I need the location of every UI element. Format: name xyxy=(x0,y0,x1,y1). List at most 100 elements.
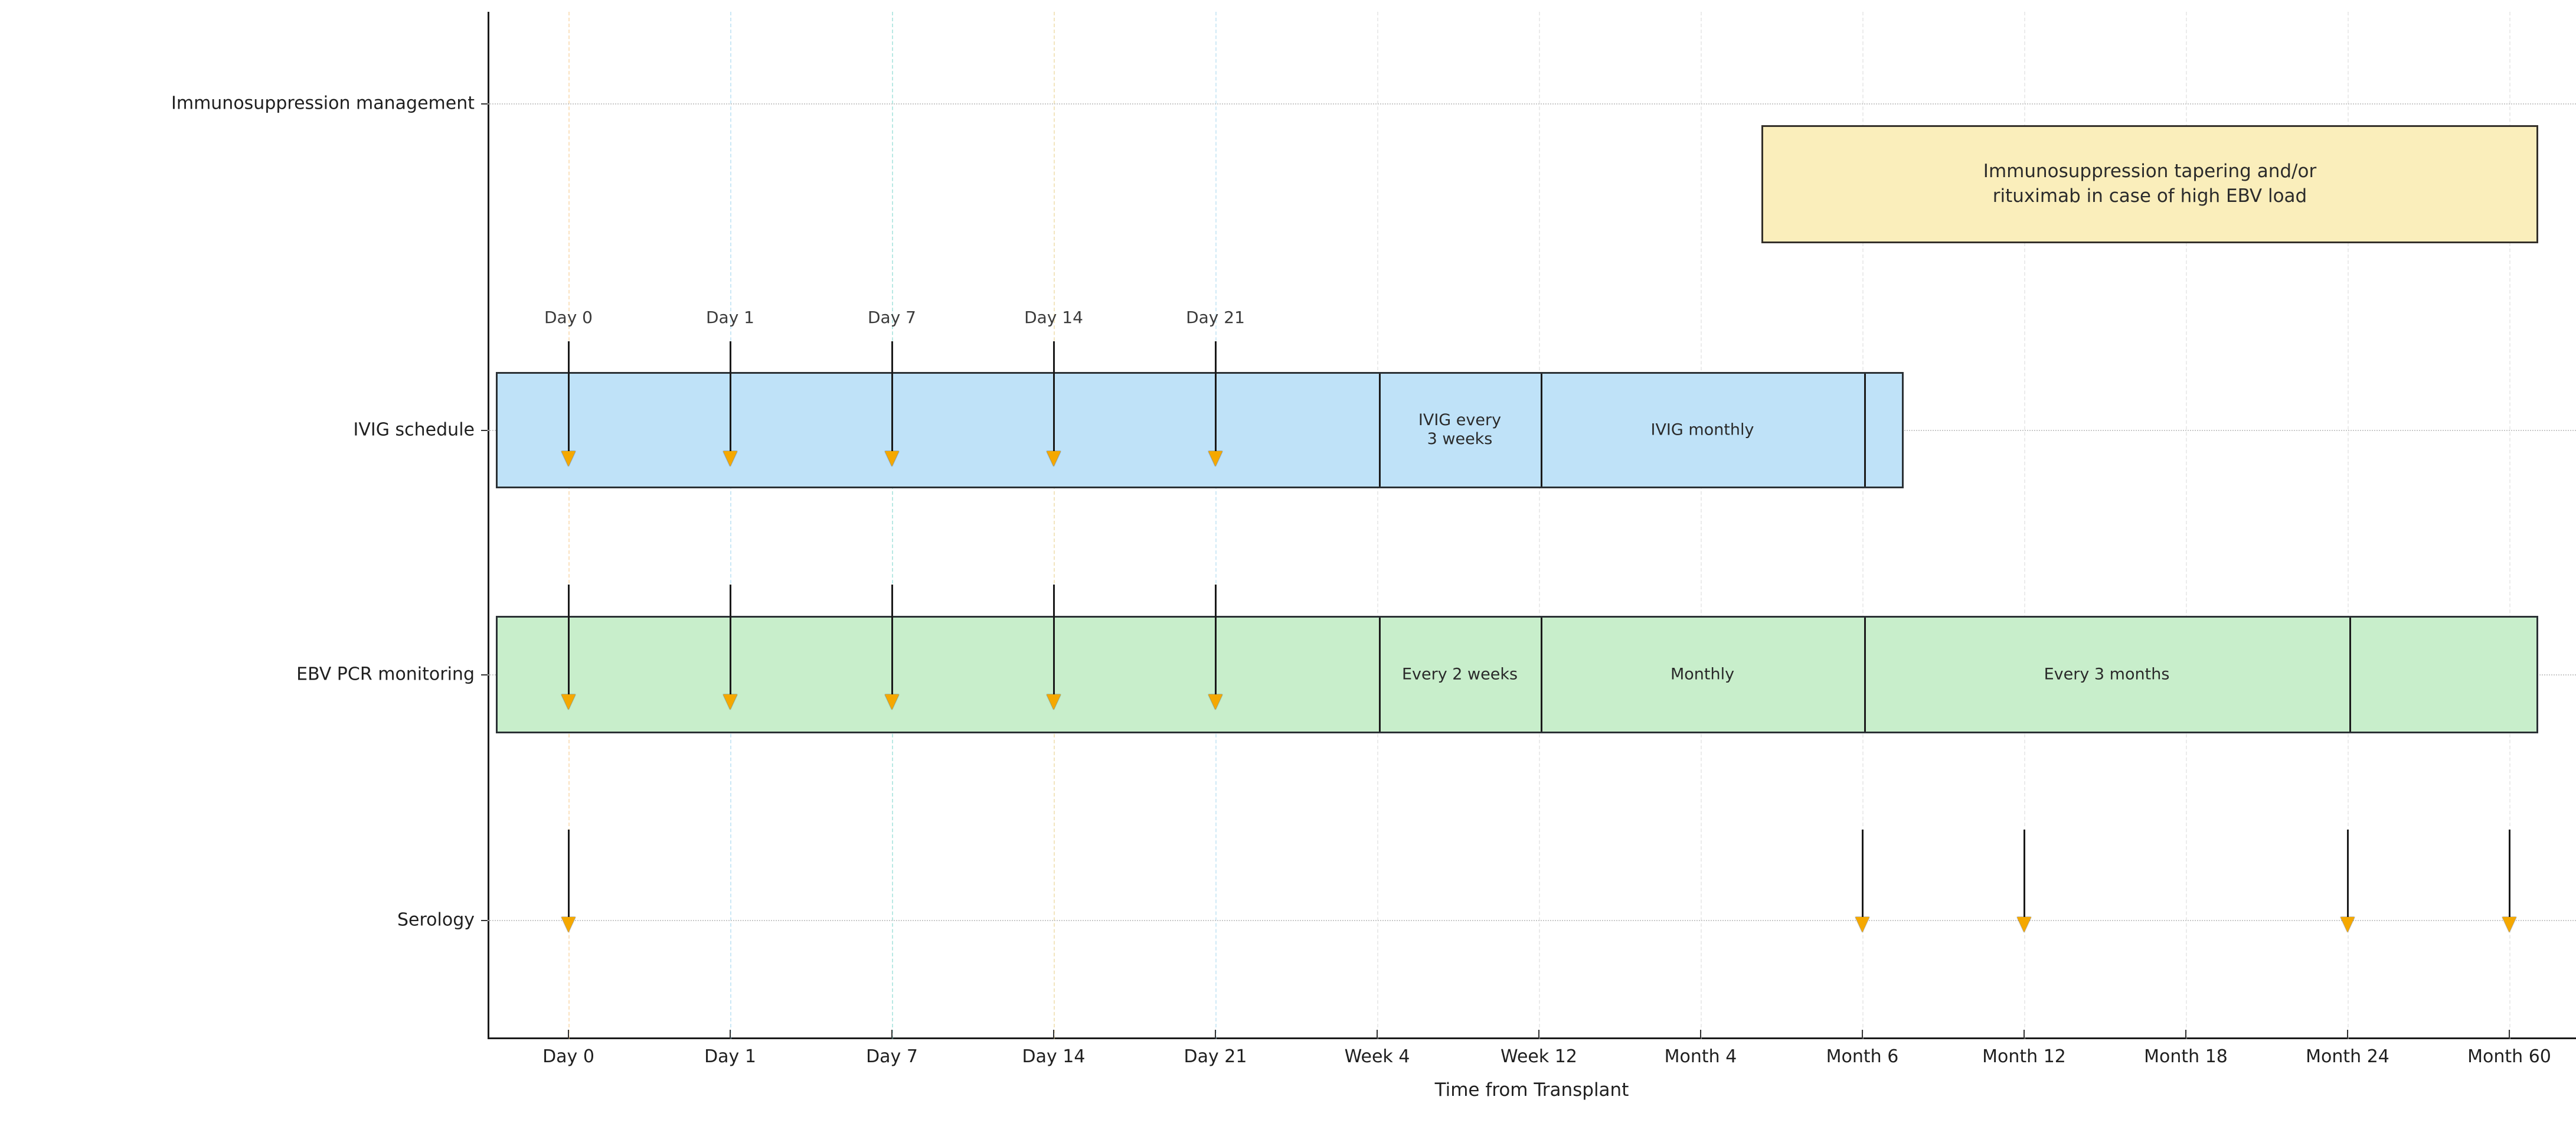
x-tick-day1 xyxy=(730,1030,731,1039)
ebv-arrow-head-day0 xyxy=(561,694,576,710)
ebv-divider-week12 xyxy=(1541,618,1542,732)
ivig-divider-month6 xyxy=(1864,374,1866,487)
serology-arrow-head-month24 xyxy=(2340,917,2355,932)
x-tick-label-day14: Day 14 xyxy=(1022,1046,1086,1067)
event-gridline-day21 xyxy=(1215,12,1217,1039)
event-gridline-week4 xyxy=(1377,12,1378,1039)
ivig-arrow-stem-day1 xyxy=(730,341,731,451)
x-tick-label-week4: Week 4 xyxy=(1344,1046,1410,1067)
event-gridline-month6 xyxy=(1862,12,1864,1039)
ebv-arrow-stem-day0 xyxy=(568,585,570,694)
y-axis-spine xyxy=(488,12,489,1039)
ebv-arrow-stem-day7 xyxy=(891,585,893,694)
x-axis-spine xyxy=(488,1037,2576,1039)
x-tick-month60 xyxy=(2509,1030,2510,1039)
x-tick-label-day21: Day 21 xyxy=(1184,1046,1247,1067)
ivig-segment-label-monthly: IVIG monthly xyxy=(1650,420,1754,439)
x-tick-day7 xyxy=(891,1030,893,1039)
ivig-schedule-bar[interactable]: IVIG every 3 weeks IVIG monthly xyxy=(496,372,1904,488)
event-gridline-month24 xyxy=(2348,12,2349,1039)
ebv-pcr-monitoring-bar[interactable]: Every 2 weeks Monthly Every 3 months xyxy=(496,616,2538,733)
event-gridline-month18 xyxy=(2186,12,2187,1039)
x-tick-label-month12: Month 12 xyxy=(1982,1046,2066,1067)
x-tick-label-day1: Day 1 xyxy=(704,1046,756,1067)
x-tick-month4 xyxy=(1700,1030,1701,1039)
x-tick-label-month24: Month 24 xyxy=(2306,1046,2389,1067)
row-label-serology: Serology xyxy=(397,909,475,931)
serology-arrow-head-day0 xyxy=(561,917,576,932)
ebv-arrow-head-day21 xyxy=(1208,694,1222,710)
event-gridline-day7 xyxy=(892,12,893,1039)
serology-arrow-stem-month12 xyxy=(2023,830,2025,929)
ivig-arrow-head-day7 xyxy=(885,451,899,466)
row-label-ebv: EBV PCR monitoring xyxy=(296,664,475,685)
serology-arrow-head-month12 xyxy=(2017,917,2031,932)
x-tick-day14 xyxy=(1053,1030,1054,1039)
x-tick-label-day7: Day 7 xyxy=(866,1046,918,1067)
ivig-arrow-stem-day14 xyxy=(1053,341,1055,451)
x-tick-week12 xyxy=(1538,1030,1539,1039)
ebv-divider-month6 xyxy=(1864,618,1866,732)
event-gridline-month4 xyxy=(1701,12,1702,1039)
event-gridline-month60 xyxy=(2509,12,2510,1039)
day-callout-day7: Day 7 xyxy=(867,308,917,327)
ivig-arrow-stem-day7 xyxy=(891,341,893,451)
immunosuppression-management-bar[interactable]: Immunosuppression tapering and/or rituxi… xyxy=(1761,125,2538,243)
y-tick-ebv xyxy=(481,674,488,675)
ivig-arrow-stem-day21 xyxy=(1215,341,1217,451)
x-tick-month24 xyxy=(2347,1030,2348,1039)
ebv-arrow-head-day1 xyxy=(723,694,737,710)
ebv-divider-month24 xyxy=(2349,618,2351,732)
x-tick-label-month18: Month 18 xyxy=(2144,1046,2228,1067)
ebv-arrow-stem-day1 xyxy=(730,585,731,694)
serology-arrow-head-month6 xyxy=(1855,917,1869,932)
row-label-immunosuppression: Immunosuppression management xyxy=(171,93,475,114)
ebv-segment-label-monthly: Monthly xyxy=(1670,665,1735,684)
ebv-arrow-stem-day14 xyxy=(1053,585,1055,694)
ebv-segment-label-every-2-weeks: Every 2 weeks xyxy=(1401,665,1518,684)
ivig-arrow-head-day14 xyxy=(1047,451,1061,466)
x-tick-month6 xyxy=(1862,1030,1863,1039)
serology-arrow-stem-day0 xyxy=(568,830,570,929)
row-gridline-immunosuppression xyxy=(488,103,2576,105)
ivig-arrow-head-day21 xyxy=(1208,451,1222,466)
serology-arrow-stem-month24 xyxy=(2347,830,2349,929)
x-tick-label-month60: Month 60 xyxy=(2467,1046,2551,1067)
x-tick-label-week12: Week 12 xyxy=(1501,1046,1577,1067)
event-gridline-day14 xyxy=(1054,12,1055,1039)
ebv-arrow-stem-day21 xyxy=(1215,585,1217,694)
event-gridline-day1 xyxy=(730,12,731,1039)
plot-area: Immunosuppression tapering and/or rituxi… xyxy=(481,12,2576,1039)
serology-arrow-stem-month6 xyxy=(1862,830,1864,929)
x-tick-month12 xyxy=(2023,1030,2025,1039)
serology-arrow-stem-month60 xyxy=(2509,830,2510,929)
y-tick-immunosuppression xyxy=(481,103,488,105)
x-tick-week4 xyxy=(1377,1030,1378,1039)
ivig-arrow-head-day0 xyxy=(561,451,576,466)
row-gridline-serology xyxy=(488,920,2576,921)
y-tick-serology xyxy=(481,920,488,921)
y-tick-ivig xyxy=(481,430,488,431)
x-tick-label-month6: Month 6 xyxy=(1826,1046,1899,1067)
ivig-arrow-head-day1 xyxy=(723,451,737,466)
event-gridline-month12 xyxy=(2024,12,2025,1039)
day-callout-day21: Day 21 xyxy=(1186,308,1245,327)
ivig-divider-week12 xyxy=(1541,374,1542,487)
row-label-ivig: IVIG schedule xyxy=(353,419,475,440)
ivig-segment-label-every-3-weeks: IVIG every 3 weeks xyxy=(1418,410,1502,449)
day-callout-day0: Day 0 xyxy=(544,308,593,327)
ebv-segment-label-every-3-months: Every 3 months xyxy=(2044,665,2170,684)
x-tick-label-month4: Month 4 xyxy=(1664,1046,1737,1067)
ivig-arrow-stem-day0 xyxy=(568,341,570,451)
x-tick-month18 xyxy=(2185,1030,2186,1039)
day-callout-day1: Day 1 xyxy=(705,308,755,327)
x-tick-label-day0: Day 0 xyxy=(542,1046,594,1067)
immunosuppression-box-label: Immunosuppression tapering and/or rituxi… xyxy=(1983,161,2317,207)
ebv-arrow-head-day14 xyxy=(1047,694,1061,710)
ivig-divider-week4 xyxy=(1379,374,1381,487)
x-axis-title: Time from Transplant xyxy=(1434,1079,1629,1101)
ebv-arrow-head-day7 xyxy=(885,694,899,710)
serology-arrow-head-month60 xyxy=(2502,917,2516,932)
event-gridline-week12 xyxy=(1539,12,1540,1039)
